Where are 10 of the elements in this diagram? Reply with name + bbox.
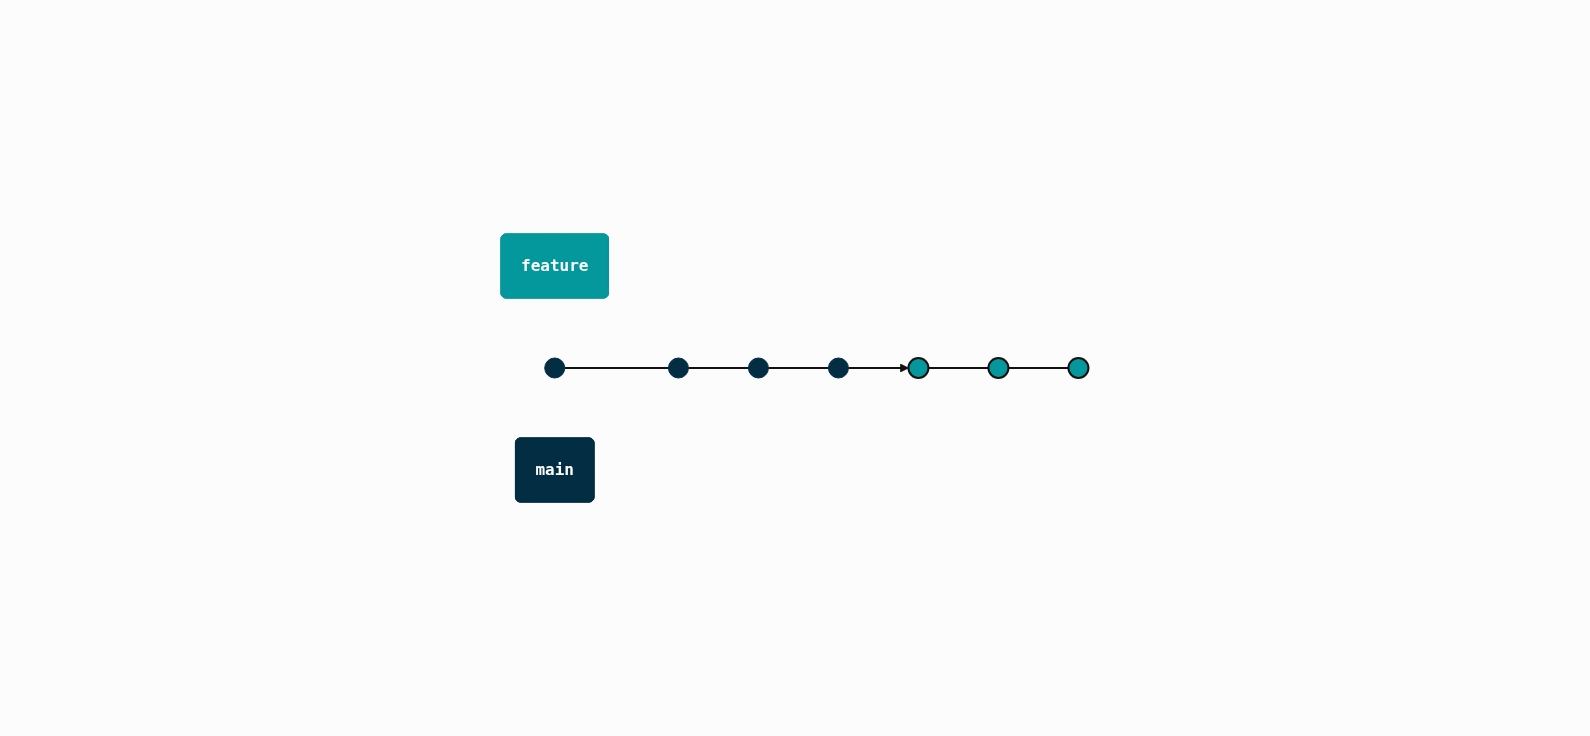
node-circle [668,357,690,379]
connector [687,367,750,369]
node-circle [987,357,1010,379]
node-circle [828,357,850,379]
node-circle [907,357,930,379]
node-circle [544,357,566,379]
connector [564,367,670,369]
node-circle [748,357,770,379]
connector [767,367,830,369]
node-circle [1067,357,1090,379]
